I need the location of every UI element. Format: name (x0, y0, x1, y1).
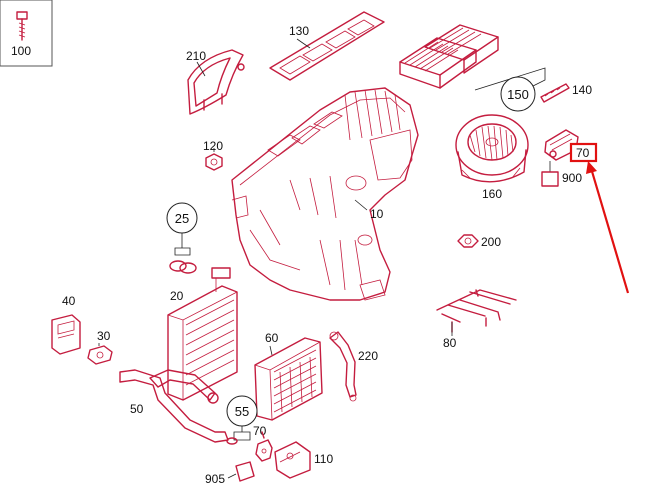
callout-120: 120 (203, 139, 223, 153)
part-80-wiring: 80 (436, 289, 517, 350)
callout-160: 160 (482, 187, 502, 201)
part-60-heater-core: 60 (254, 331, 323, 421)
part-10-hvac-housing: 10 (231, 87, 419, 301)
inset-bolt-100: 100 (0, 0, 53, 67)
callout-130: 130 (289, 24, 309, 38)
part-110-actuator: 110 (274, 441, 333, 479)
callout-70-lower: 70 (253, 424, 267, 438)
callout-100: 100 (11, 44, 31, 58)
part-70-sensor-lower: 70 (253, 424, 273, 462)
part-140-filter: 140 (540, 83, 592, 103)
part-210-duct-frame: 210 (186, 49, 245, 115)
callout-55: 55 (235, 404, 249, 419)
callout-140: 140 (572, 83, 592, 97)
callout-30: 30 (97, 329, 111, 343)
highlight-box (569, 142, 598, 163)
part-220-drain-hose: 220 (329, 331, 378, 402)
callout-905: 905 (205, 472, 225, 486)
callout-70-highlight: 70 (576, 146, 590, 160)
part-70-resistor: 900 70 (541, 129, 598, 187)
part-50-pipe: 50 (119, 369, 229, 443)
part-40-bracket: 40 (51, 294, 81, 355)
callout-60: 60 (265, 331, 279, 345)
part-200-nut: 200 (457, 234, 501, 249)
callout-50: 50 (130, 402, 144, 416)
bolt-icon (16, 11, 28, 41)
part-130-gasket: 130 (269, 11, 385, 81)
callout-200: 200 (481, 235, 501, 249)
callout-25: 25 (175, 211, 189, 226)
callout-220: 220 (358, 349, 378, 363)
callout-40: 40 (62, 294, 76, 308)
part-905-connector: 905 (205, 461, 255, 486)
callout-80: 80 (443, 336, 457, 350)
part-160-blower: 160 (455, 114, 529, 201)
part-55-seals: 55 (226, 395, 258, 445)
callout-210: 210 (186, 49, 206, 63)
part-25-orings: 25 (166, 202, 198, 274)
callout-110: 110 (314, 452, 333, 466)
pointer-arrow (586, 161, 630, 294)
part-120-nut: 120 (203, 139, 223, 171)
part-150-filters: 150 (399, 24, 546, 112)
callout-circle-150 (500, 76, 536, 112)
callout-20: 20 (170, 289, 184, 303)
callout-150: 150 (507, 87, 529, 102)
part-30-valve: 30 (87, 329, 113, 365)
callout-10: 10 (370, 207, 384, 221)
callout-900: 900 (562, 171, 582, 185)
part-20-evaporator: 20 (167, 267, 238, 401)
